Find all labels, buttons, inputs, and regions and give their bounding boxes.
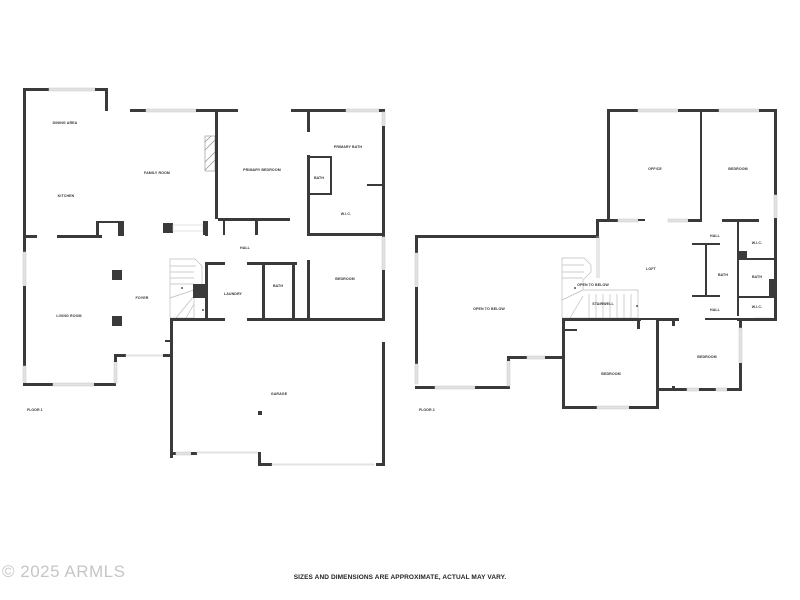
room-label: OPEN TO BELOW <box>577 283 609 287</box>
room-label: KITCHEN <box>58 194 75 198</box>
room-label: W.I.C. <box>752 305 762 309</box>
floor-1-label: FLOOR 1 <box>27 408 43 412</box>
copyright-watermark: © 2025 ARMLS <box>2 562 126 581</box>
disclaimer-text: SIZES AND DIMENSIONS ARE APPROXIMATE, AC… <box>293 574 507 581</box>
room-label: HALL <box>710 234 721 238</box>
stairs-floor-2 <box>561 236 639 319</box>
room-label: LOFT <box>646 267 656 271</box>
room-label: OPEN TO BELOW <box>473 307 505 311</box>
room-labels-floor-1: DINING AREA FAMILY ROOM KITCHEN PRIMARY … <box>27 121 362 412</box>
room-label: BATH <box>752 275 762 279</box>
room-label: LIVING ROOM <box>56 314 81 318</box>
room-label: OFFICE <box>648 167 662 171</box>
room-label: GARAGE <box>271 392 288 396</box>
room-label: LAUNDRY <box>224 292 243 296</box>
room-labels-floor-2: OFFICE BEDROOM HALL W.I.C. LOFT BATH BAT… <box>419 167 762 412</box>
room-label: HALL <box>710 308 721 312</box>
room-label: DINING AREA <box>53 121 78 125</box>
room-label: BEDROOM <box>728 167 747 171</box>
floor-2-plan <box>414 108 778 410</box>
room-label: BEDROOM <box>335 277 354 281</box>
room-label: BEDROOM <box>601 372 620 376</box>
room-label: STAIRWELL <box>592 302 614 306</box>
floor-1-plan <box>22 87 386 466</box>
room-label: FAMILY ROOM <box>144 171 170 175</box>
room-label: BATH <box>718 273 728 277</box>
room-label: PRIMARY BEDROOM <box>243 168 281 172</box>
room-label: FOYER <box>136 296 149 300</box>
room-label: W.I.C. <box>341 212 351 216</box>
watermark-text: 2025 ARMLS <box>20 562 126 581</box>
room-label: W.I.C. <box>752 241 762 245</box>
floor-2-label: FLOOR 2 <box>419 408 435 412</box>
room-label: BATH <box>273 284 283 288</box>
room-label: BATH <box>314 176 324 180</box>
room-label: BEDROOM <box>697 355 716 359</box>
room-label: HALL <box>240 246 251 250</box>
room-label: PRIMARY BATH <box>334 145 363 149</box>
